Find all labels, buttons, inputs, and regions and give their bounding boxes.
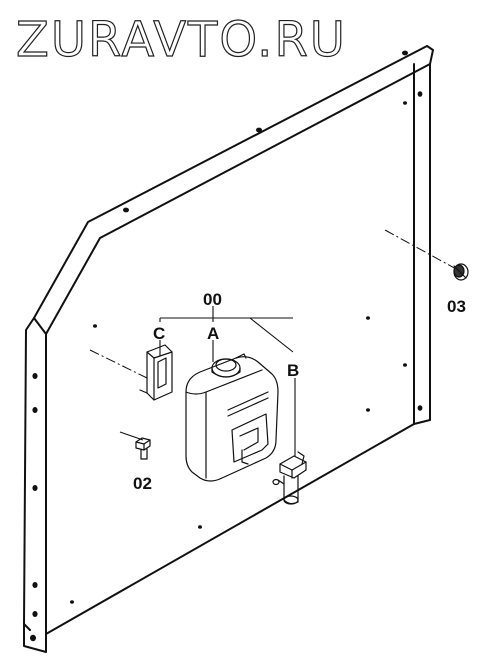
hole [32, 485, 38, 491]
leader-b-diag [249, 317, 294, 353]
panel-holes [30, 50, 423, 642]
label-part-a: A [207, 324, 219, 343]
tank-cap-tab [235, 353, 247, 359]
panel-left-flange-front [23, 317, 35, 631]
part-labels: 00 C A B 02 03 [133, 290, 466, 493]
label-part-02: 02 [133, 474, 152, 493]
panel-bottom-tab [23, 623, 47, 653]
pump-body [283, 475, 299, 505]
tank-cap-top [215, 358, 237, 372]
bolt-02 [135, 437, 151, 460]
watermark-text: ZURAVTO.RU [16, 12, 347, 68]
hole [93, 324, 97, 328]
leader-lines [89, 229, 459, 456]
side-panel [23, 45, 434, 653]
hole [123, 207, 129, 213]
hole [32, 407, 38, 413]
tank-outlet [241, 449, 249, 465]
label-assembly-00: 00 [203, 290, 222, 309]
tank-rib-1 [227, 391, 269, 411]
panel-right-bottom-corner [413, 419, 431, 425]
hole [32, 373, 38, 379]
pump-port-end [272, 478, 280, 486]
washer-tank-a [185, 353, 279, 482]
hole [402, 50, 408, 56]
hole [403, 363, 407, 367]
centerline-c [89, 349, 148, 379]
bracket-c-slot [157, 357, 167, 389]
panel-left-flange-back [33, 317, 47, 635]
hole [403, 101, 407, 105]
grommet-rib [453, 265, 467, 279]
bracket-c [139, 344, 173, 401]
pump-head [279, 455, 307, 479]
tank-body [185, 356, 279, 482]
label-part-03: 03 [447, 297, 466, 316]
hole [32, 582, 38, 588]
label-part-c: C [153, 324, 165, 343]
hole [198, 525, 202, 529]
panel-bottom-edge [45, 423, 415, 635]
tank-recess-inner [239, 427, 259, 451]
hole [30, 634, 36, 642]
hole [70, 600, 74, 604]
hole [366, 316, 370, 320]
bolt-shank [140, 448, 148, 460]
tank-recess [231, 413, 269, 463]
bracket-c-foot [139, 389, 148, 394]
leader-02-line [119, 431, 144, 441]
hole [417, 405, 423, 411]
grommet-03 [453, 263, 469, 281]
tank-rib-2 [227, 397, 269, 417]
label-part-b: B [287, 361, 299, 380]
panel-top-flange-back [45, 63, 431, 335]
hole [32, 611, 38, 617]
pump-bottom [283, 495, 299, 505]
panel-top-flange-front [33, 45, 428, 319]
hole [366, 408, 370, 412]
pump-b [272, 451, 307, 505]
tank-cap-rim [211, 367, 241, 378]
bolt-head [135, 437, 151, 451]
panel-top-corner [426, 45, 434, 65]
centerline-03 [384, 229, 459, 271]
hole [417, 91, 423, 97]
hole [256, 127, 262, 133]
pump-nozzle [297, 451, 305, 465]
